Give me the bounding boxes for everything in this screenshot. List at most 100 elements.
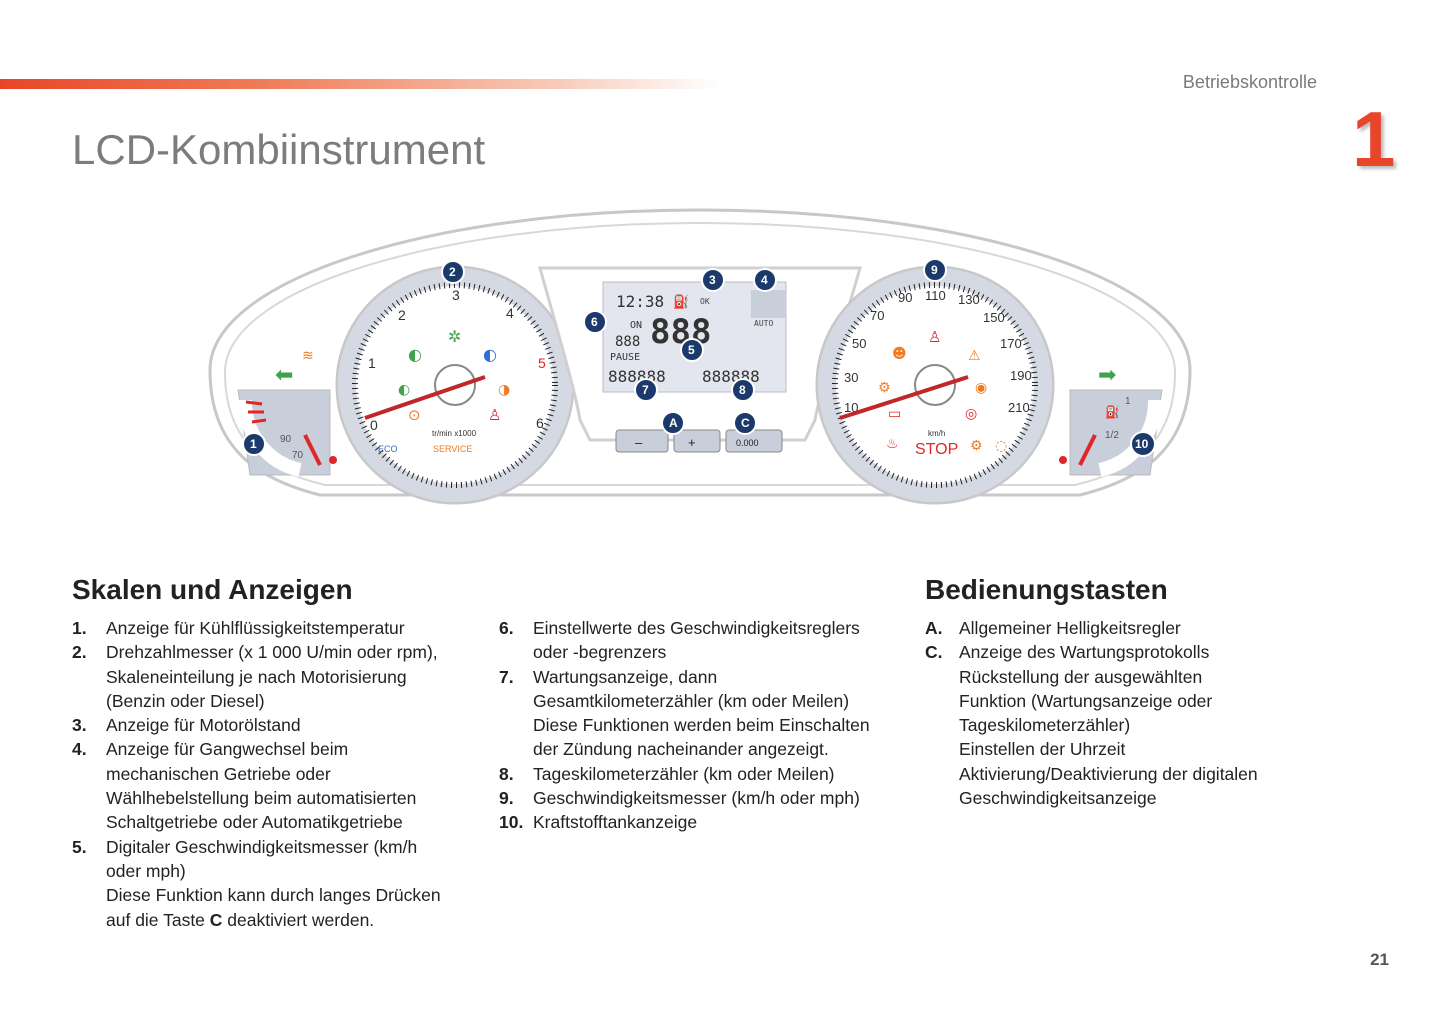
- svg-text:2: 2: [449, 265, 456, 279]
- list-item: 4.Anzeige für Gangwechsel beim: [72, 739, 349, 760]
- list-item: 7.Wartungsanzeige, dann: [499, 666, 718, 687]
- callout-5: 5: [680, 338, 704, 362]
- list-item: oder mph): [106, 860, 186, 881]
- speed-tick-110: 110: [925, 288, 946, 303]
- svg-text:5: 5: [688, 343, 695, 357]
- speedometer: 10 30 50 70 90 110 130 150 170 190 210 ♙…: [815, 265, 1055, 505]
- tach-tick-0: 0: [370, 417, 378, 433]
- list-item: Aktivierung/Deaktivierung der digitalen: [959, 763, 1258, 784]
- fuel-tick-1: 1: [1125, 396, 1131, 407]
- eco-label: ECO: [378, 444, 398, 454]
- page-title: LCD-Kombiinstrument: [72, 126, 486, 173]
- svg-text:A: A: [669, 416, 678, 430]
- esp-icon: ⚠: [968, 348, 981, 364]
- preheat-icon: ✲: [448, 327, 461, 346]
- list-item: Diese Funktion kann durch langes Drücken: [106, 885, 441, 906]
- steering-icon: ⊙: [408, 406, 421, 424]
- list-item: Wählhebelstellung beim automatisierten: [106, 788, 417, 809]
- lcd-gear: AUTO: [754, 319, 773, 328]
- svg-text:7: 7: [642, 383, 649, 397]
- speed-tick-150: 150: [983, 310, 1005, 325]
- callout-4: 4: [753, 268, 777, 292]
- list-item: 5.Digitaler Geschwindigkeitsmesser (km/h: [72, 836, 418, 857]
- fog-light-icon: ≋: [302, 348, 314, 364]
- list-item: 1.Anzeige für Kühlflüssigkeitstemperatur: [72, 618, 405, 638]
- speed-unit-label: km/h: [928, 429, 945, 438]
- list-item: Einstellen der Uhrzeit: [959, 739, 1126, 760]
- service-label: SERVICE: [433, 444, 472, 454]
- header-accent-bar: [0, 79, 720, 89]
- speed-tick-190: 190: [1010, 368, 1032, 383]
- svg-text:C: C: [741, 416, 750, 430]
- speed-tick-90: 90: [898, 290, 912, 305]
- svg-text:3: 3: [709, 273, 716, 287]
- svg-text:4: 4: [761, 273, 768, 287]
- callout-1: 1: [242, 432, 266, 456]
- abs-icon: ◉: [975, 380, 987, 396]
- list-item: 3.Anzeige für Motorölstand: [72, 715, 301, 736]
- list-item: 10.Kraftstofftankanzeige: [499, 812, 698, 833]
- passenger-airbag-icon: ☻: [892, 346, 907, 362]
- traction-icon: ⚙: [878, 380, 891, 396]
- list-item: Tageskilometerzähler): [959, 715, 1131, 736]
- section-label: Betriebskontrolle: [1182, 72, 1317, 92]
- instrument-cluster-diagram: 90 70 ⬅ ≋ 0 1 2 3 4 5 6 ◐ ✲ ◐ ◐ ◑ ⊙ ♙ tr…: [208, 208, 1192, 505]
- callout-c: C: [733, 411, 757, 435]
- skalen-list-col1: 1.Anzeige für Kühlflüssigkeitstemperatur…: [72, 616, 492, 932]
- list-item: (Benzin oder Diesel): [106, 690, 265, 711]
- lcd-clock: 12:38: [616, 292, 664, 311]
- button-brightness-plus: [673, 429, 721, 453]
- list-item: Rückstellung der ausgewählten: [959, 666, 1203, 687]
- list-item: Gesamtkilometerzähler (km oder Meilen): [533, 690, 850, 711]
- bedienung-list: A.Allgemeiner Helligkeitsregler C.Anzeig…: [925, 616, 1345, 810]
- high-beam-icon: ◐: [483, 345, 497, 364]
- list-item: mechanischen Getriebe oder: [106, 763, 331, 784]
- svg-text:9: 9: [931, 263, 938, 277]
- fuel-pump-icon: ⛽: [673, 294, 689, 310]
- lcd-small-digits: 888: [615, 334, 640, 350]
- callout-2: 2: [441, 260, 465, 284]
- svg-text:–: –: [635, 435, 643, 450]
- svg-text:1: 1: [250, 437, 257, 451]
- tach-tick-2: 2: [398, 307, 406, 323]
- svg-text:0.000: 0.000: [736, 438, 759, 448]
- airbag-icon: ♙: [928, 328, 941, 346]
- fuel-tick-half: 1/2: [1105, 430, 1119, 441]
- speed-tick-70: 70: [870, 308, 884, 323]
- temp-tick-70: 70: [292, 450, 304, 461]
- callout-a: A: [661, 411, 685, 435]
- speed-tick-50: 50: [852, 336, 866, 351]
- front-fog-icon: ◐: [398, 382, 410, 398]
- svg-text:8: 8: [739, 383, 746, 397]
- tach-tick-1: 1: [368, 355, 376, 371]
- stop-label: STOP: [915, 441, 958, 458]
- fuel-icon: ⛽: [1105, 405, 1120, 419]
- brake-icon: ◎: [965, 406, 977, 422]
- arrow-right-icon: ➡: [1098, 363, 1116, 388]
- lcd-on-label: ON: [630, 320, 642, 331]
- list-item: Skaleneinteilung je nach Motorisierung: [106, 666, 407, 687]
- section-heading-skalen: Skalen und Anzeigen: [72, 574, 353, 605]
- speed-tick-30: 30: [844, 370, 858, 385]
- tach-unit-label: tr/min x1000: [432, 429, 477, 438]
- speed-tick-170: 170: [1000, 336, 1022, 351]
- list-item: C.Anzeige des Wartungsprotokolls: [925, 642, 1210, 663]
- speed-tick-210: 210: [1008, 400, 1030, 415]
- tach-tick-6: 6: [536, 415, 544, 431]
- oil-icon: ♨: [886, 436, 899, 452]
- list-item: Funktion (Wartungsanzeige oder: [959, 690, 1213, 711]
- skalen-list-col2: 6.Einstellwerte des Geschwindigkeitsregl…: [499, 616, 919, 835]
- speed-needle: [839, 375, 969, 420]
- list-item: Schaltgetriebe oder Automatikgetriebe: [106, 812, 403, 833]
- section-heading-bedienung: Bedienungstasten: [925, 574, 1168, 605]
- svg-text:6: 6: [591, 315, 598, 329]
- tach-tick-3: 3: [452, 287, 460, 303]
- lcd-pause-label: PAUSE: [610, 352, 640, 363]
- control-buttons: – + 0.000: [615, 429, 783, 453]
- list-item: Geschwindigkeitsanzeige: [959, 788, 1157, 809]
- list-item: der Zündung nacheinander angezeigt.: [533, 739, 829, 760]
- battery-icon: ▭: [888, 406, 901, 422]
- callout-6: 6: [583, 310, 607, 334]
- callout-7: 7: [634, 378, 658, 402]
- callout-10: 10: [1130, 431, 1156, 457]
